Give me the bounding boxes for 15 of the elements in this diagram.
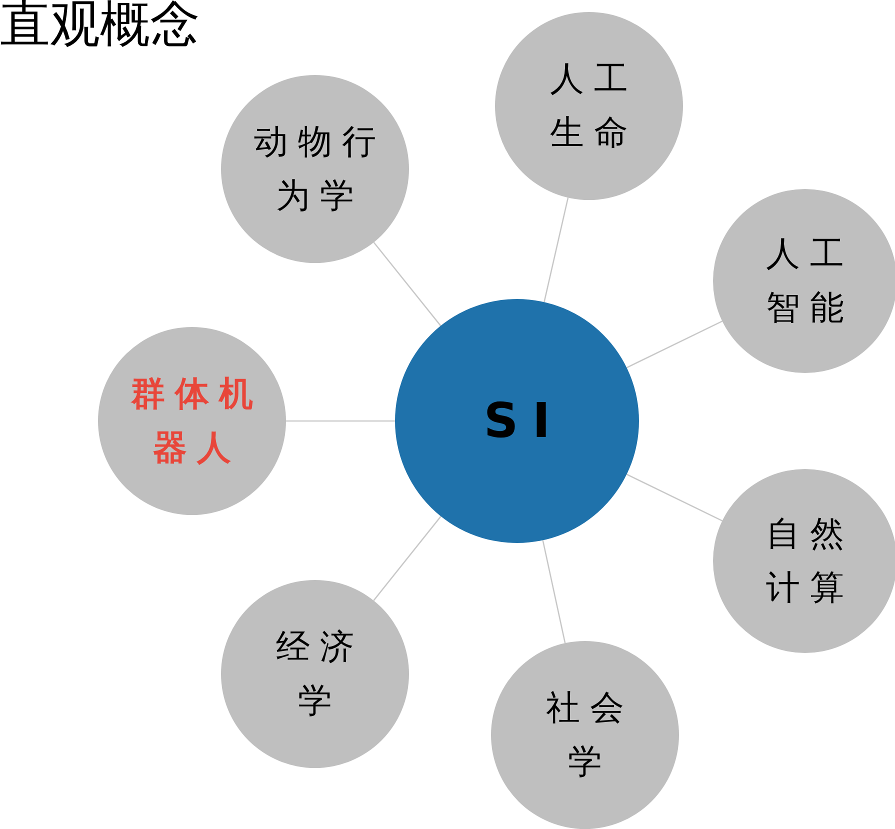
node-label: SI (484, 392, 564, 451)
connector-line (286, 420, 395, 422)
connector-line (626, 320, 723, 368)
connector-line (626, 474, 723, 522)
node-label: 自然计算 (766, 512, 854, 610)
node-label: 社会学 (546, 686, 634, 784)
connector-line (542, 540, 566, 644)
connector-line (373, 242, 442, 326)
connector-line (373, 516, 442, 601)
node-label: 人工生命 (550, 58, 638, 155)
connector-line (544, 198, 569, 302)
node-label: 人工智能 (766, 232, 854, 330)
node-label: 群体机器人 (131, 372, 263, 470)
node-label: 动物行为学 (254, 120, 386, 218)
node-label: 经济学 (276, 626, 364, 723)
